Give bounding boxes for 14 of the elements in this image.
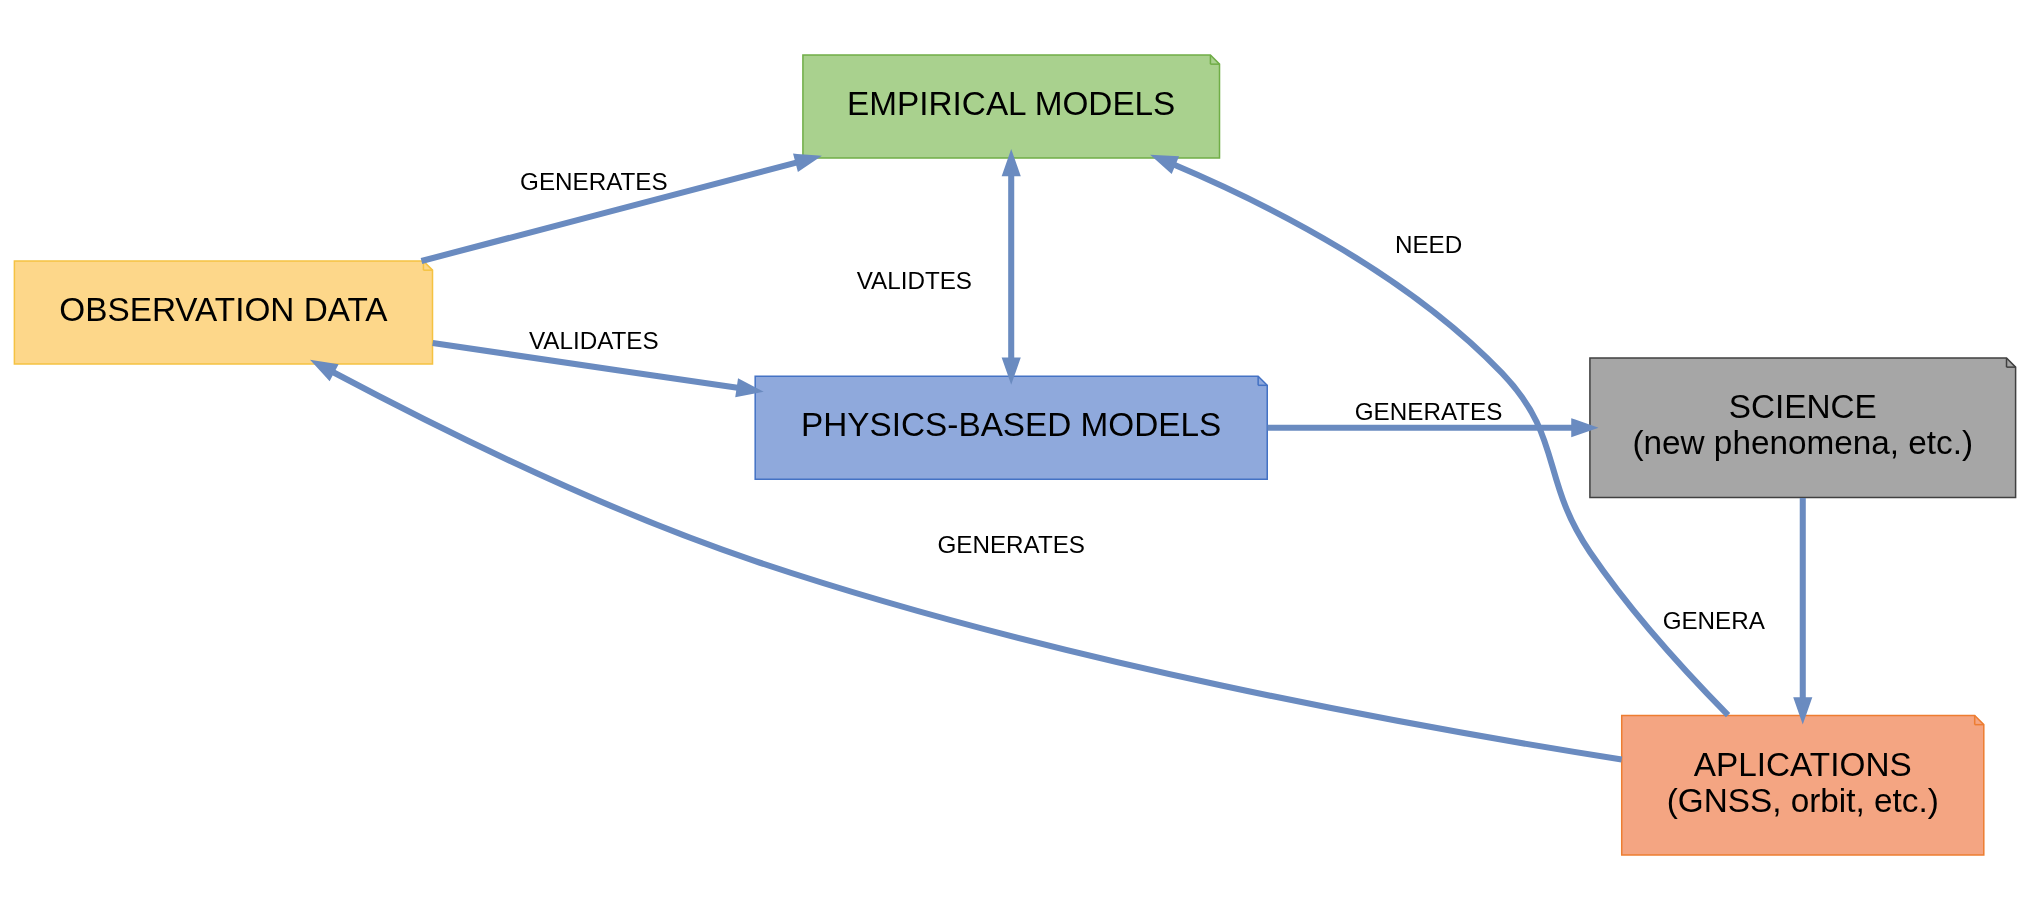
arrow (1001, 148, 1021, 385)
edge-label: GENERATES (1354, 397, 1503, 425)
arrow (309, 359, 1623, 763)
edge-label: GENERATES (520, 167, 668, 195)
arrow (1267, 418, 1599, 438)
arrow (432, 340, 764, 398)
edge-label: GENERATES (937, 531, 1086, 559)
arrow (1793, 497, 1813, 725)
arrow (420, 153, 822, 264)
edge-label: NEED (1394, 231, 1463, 259)
arrow (1150, 154, 1731, 718)
edge-label: GENERA (1662, 607, 1765, 635)
edge-label: VALIDTES (856, 266, 972, 294)
edge-label: VALIDATES (529, 326, 659, 354)
